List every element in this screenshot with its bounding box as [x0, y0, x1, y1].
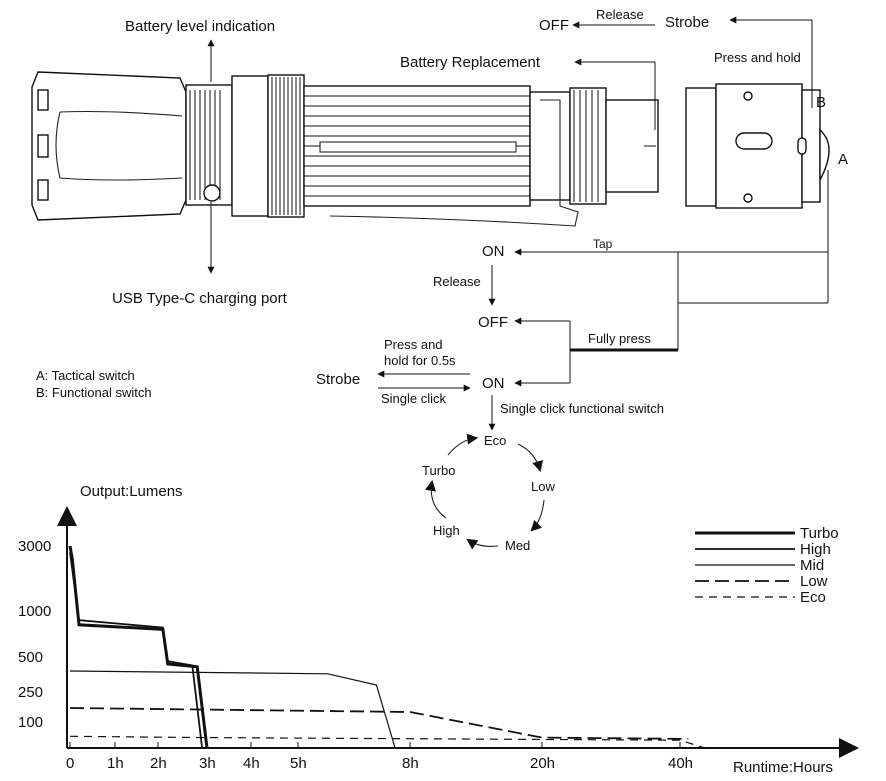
strobe-top-label: Strobe	[665, 14, 709, 31]
single-click-functional-label: Single click functional switch	[500, 401, 664, 416]
legend-functional: B: Functional switch	[36, 385, 152, 400]
press-hold-05-line1: Press and	[384, 337, 443, 352]
x-axis-label: Runtime:Hours	[733, 759, 833, 776]
usb-port-label: USB Type-C charging port	[112, 290, 288, 307]
cycle-turbo: Turbo	[422, 463, 455, 478]
x-tick-label: 3h	[199, 755, 216, 772]
series-line-eco	[69, 735, 706, 749]
series-line-low	[69, 707, 689, 740]
x-tick-label: 0	[66, 755, 74, 772]
on-bottom-state: ON	[482, 375, 505, 392]
x-tick-label: 8h	[402, 755, 419, 772]
label-a: A	[838, 151, 848, 168]
operation-flow: ON Tap Release OFF Fully press ON Press …	[316, 170, 829, 553]
battery-level-label: Battery level indication	[125, 18, 275, 35]
tap-label: Tap	[593, 237, 613, 251]
runtime-chart: Output:Lumens Runtime:Hours 300010005002…	[18, 483, 859, 776]
legend-label: Eco	[800, 589, 826, 606]
off-top-label: OFF	[539, 17, 569, 34]
release-top-label: Release	[596, 7, 644, 22]
legend-label: Low	[800, 573, 828, 590]
legend-label: Mid	[800, 557, 824, 574]
cycle-eco: Eco	[484, 433, 506, 448]
y-tick-label: 1000	[18, 603, 51, 620]
y-tick-label: 3000	[18, 538, 51, 555]
battery-replacement-label: Battery Replacement	[400, 54, 541, 71]
strobe-left-label: Strobe	[316, 371, 360, 388]
flashlight-illustration	[31, 71, 830, 227]
fully-press-label: Fully press	[588, 331, 651, 346]
cycle-med: Med	[505, 538, 530, 553]
x-tick-label: 1h	[107, 755, 124, 772]
press-hold-label: Press and hold	[714, 50, 801, 65]
y-tick-label: 100	[18, 714, 43, 731]
x-tick-label: 40h	[668, 755, 693, 772]
legend-tactical: A: Tactical switch	[36, 368, 135, 383]
off-mid-state: OFF	[478, 314, 508, 331]
cycle-low: Low	[531, 479, 555, 494]
x-tick-label: 5h	[290, 755, 307, 772]
on-top-state: ON	[482, 243, 505, 260]
x-tick-label: 4h	[243, 755, 260, 772]
legend-label: High	[800, 541, 831, 558]
legend-label: Turbo	[800, 525, 839, 542]
series-line-high	[69, 552, 203, 749]
series-line-turbo	[68, 545, 209, 749]
y-axis-label: Output:Lumens	[80, 483, 183, 500]
single-click-label: Single click	[381, 391, 447, 406]
y-tick-label: 250	[18, 684, 43, 701]
x-tick-label: 20h	[530, 755, 555, 772]
series-line-mid	[69, 670, 396, 749]
x-tick-label: 2h	[150, 755, 167, 772]
label-b: B	[816, 94, 826, 111]
y-tick-label: 500	[18, 649, 43, 666]
cycle-high: High	[433, 523, 460, 538]
release-mid-label: Release	[433, 274, 481, 289]
press-hold-05-line2: hold for 0.5s	[384, 353, 456, 368]
